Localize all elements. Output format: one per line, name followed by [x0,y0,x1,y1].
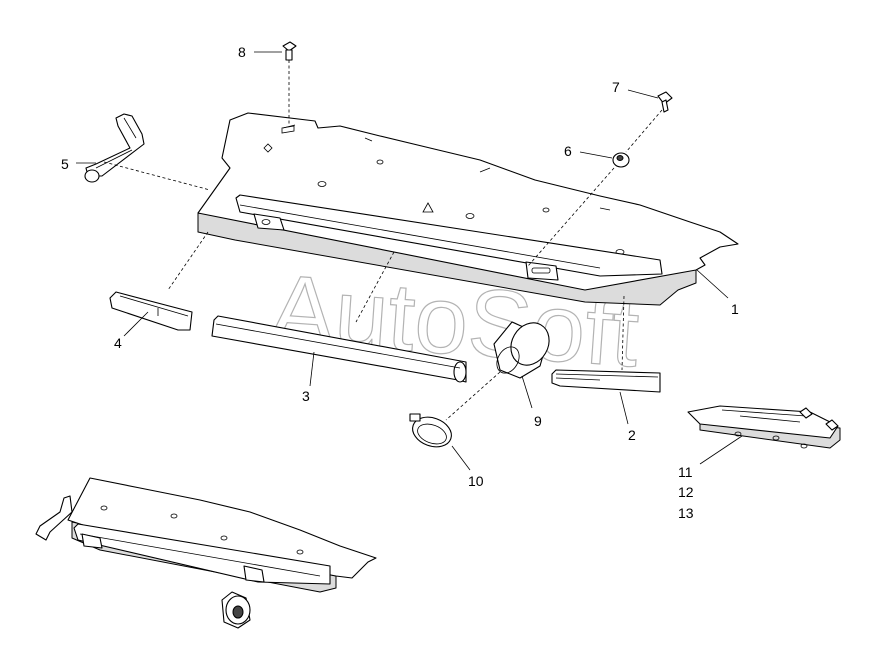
bracket-hole [261,219,271,225]
assembly-lines [103,60,663,421]
assembly-line-seal-3 [355,251,395,323]
bracket-hole [772,435,780,441]
warning-triangle-icon [422,202,434,213]
assembled-pipe [35,495,73,541]
assembly-line-seal-4 [167,231,209,291]
seal-tube-3-end [453,361,467,383]
assembled-hole [296,549,304,555]
seal-4 [109,291,193,331]
seal-tube-3-edge [215,323,461,369]
assembly-line-bolt-7 [527,109,663,267]
bracket-hole [800,443,808,449]
plate-top-surface [197,112,739,291]
plate-hole [465,213,475,219]
callout-9: 9 [534,413,542,429]
callout-12: 12 [678,484,694,500]
assembly-line-seal-2 [621,295,625,371]
clamp-10-screw [409,413,421,422]
callout-6: 6 [564,143,572,159]
bent-pipe [84,113,145,183]
leader-9 [521,375,533,409]
plate-slot [281,125,295,134]
assembled-hole [170,513,178,519]
callout-1: 1 [731,301,739,317]
rail-bracket-right [525,261,559,281]
bracket-bolt [825,419,839,431]
control-bracket-assembly [687,405,841,449]
rail-edge [239,204,601,269]
callout-13: 13 [678,505,694,521]
short-seal [109,291,193,331]
bracket-slot [531,267,551,274]
leader-lines [76,51,743,471]
bracket-11-edge [721,409,807,423]
bolt-right [657,91,673,113]
bolt-7-head [657,91,673,105]
seal-tube-3 [211,315,467,383]
plate-stud [263,143,273,153]
assembled-rail [73,523,331,585]
plate-hole [317,181,327,187]
callout-2: 2 [628,427,636,443]
plate-hole [542,207,550,213]
long-seal-tube [211,315,467,383]
callout-labels: 1 2 3 4 5 6 7 8 9 10 11 12 13 [61,44,739,521]
washer [612,152,630,168]
boot-9-opening [510,322,550,366]
assembled-bracket [81,533,103,549]
callout-8: 8 [238,44,246,60]
bolt-8-shank [285,49,293,61]
leader-3 [309,351,315,387]
bracket-hole [734,431,742,437]
assembled-view [35,477,377,629]
leader-11 [699,435,743,465]
seal-strip-2 [551,369,661,393]
callout-4: 4 [114,335,122,351]
assembly-line-pipe-5 [103,161,211,191]
assembled-rail-edge [79,533,321,577]
callout-3: 3 [302,388,310,404]
leader-2 [619,391,629,425]
bolt-8-head [282,41,297,52]
plate-hole [376,159,384,165]
callout-11: 11 [678,464,693,480]
callout-5: 5 [61,156,69,172]
callout-10: 10 [468,473,484,489]
right-seal-strip [551,369,661,393]
bracket-bolt [799,407,813,419]
leader-7 [627,89,659,99]
hose-clamp [409,413,452,448]
leader-6 [579,151,613,159]
leader-4 [123,311,149,337]
callout-7: 7 [612,79,620,95]
pipe-5 [85,113,145,177]
leader-1 [696,269,729,299]
assembled-plate [67,477,377,579]
plate-front-rail [235,194,663,277]
assembly-line-clamp-10 [445,371,501,421]
clamp-10-inner [417,423,447,445]
boot-9-inner [496,346,520,374]
assembled-hole [100,505,108,511]
assembled-hole [220,535,228,541]
pipe-5-edge [95,117,137,169]
rail-bracket-left [253,213,285,231]
seal-strip-2-edge [555,373,659,381]
washer-6-hole [616,155,624,161]
pipe-5-end [84,169,100,183]
rubber-boot [493,321,550,379]
assembled-boot-hole [232,605,244,619]
seal-4-edge [119,295,189,317]
assembled-bracket [243,565,265,583]
bolt-top [282,41,297,61]
main-deflector-plate [197,112,739,306]
bolt-7-shank [661,99,669,113]
leader-10 [451,445,471,471]
